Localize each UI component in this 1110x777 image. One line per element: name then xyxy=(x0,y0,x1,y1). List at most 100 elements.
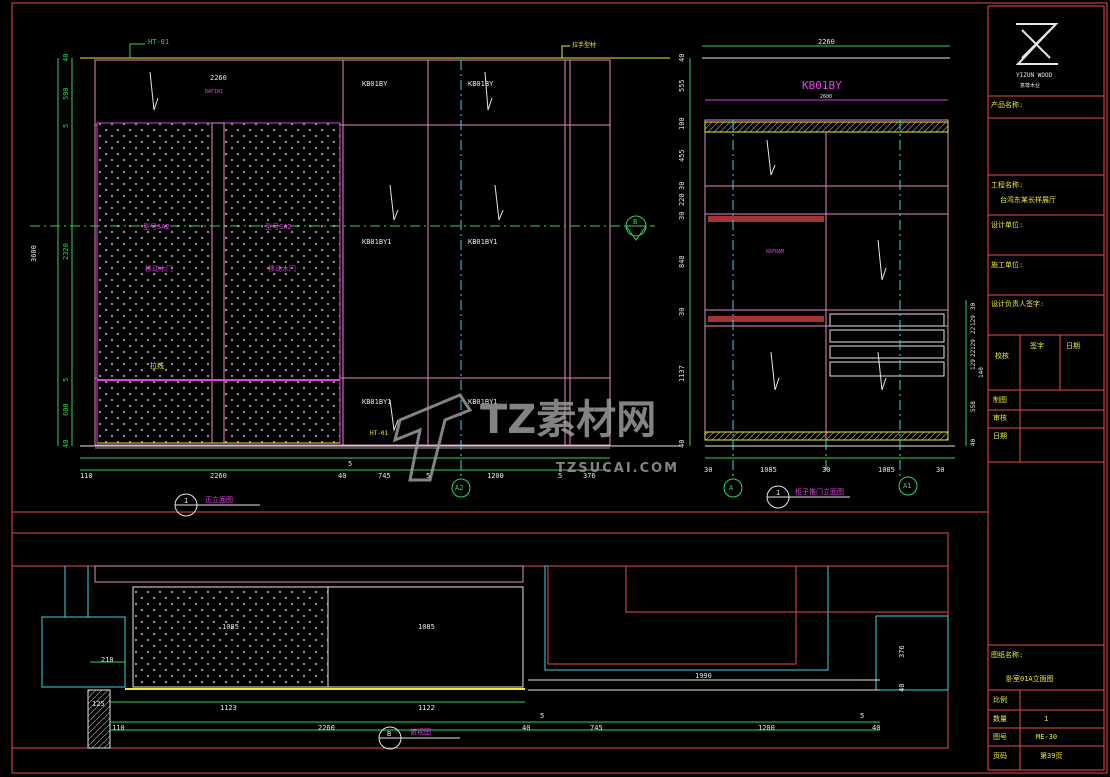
date2-label: 日期 xyxy=(993,432,1007,440)
panel-bot-2: KB01BY1 xyxy=(468,398,498,406)
side-bottom-dim-1: 1085 xyxy=(760,466,777,474)
plan-bottom-dim-6: 5 xyxy=(860,712,865,720)
front-view-number: 1 xyxy=(184,497,189,505)
date-label: 日期 xyxy=(1066,342,1080,350)
side-bottom-dim-4: 30 xyxy=(936,466,945,474)
title-block-grid xyxy=(988,95,1104,770)
side-left-dim-3: 455 xyxy=(678,149,686,162)
side-top-width: 2260 xyxy=(818,38,835,46)
plan-dim-1085-right: 1085 xyxy=(418,623,435,631)
plan-view-number: B xyxy=(387,730,392,738)
side-right-dim-2: 22 xyxy=(970,326,977,334)
front-elevation xyxy=(30,43,680,517)
page-label: 页码 xyxy=(993,752,1007,760)
side-right-dim-1: 129 xyxy=(970,315,977,326)
side-elevation xyxy=(689,45,967,509)
reviewer-label: 校核 xyxy=(995,352,1009,360)
front-top-width: 2260 xyxy=(210,74,227,82)
qty-label: 数量 xyxy=(993,715,1007,723)
bottom-dim-5: 1200 xyxy=(487,472,504,480)
qty-value: 1 xyxy=(1044,715,1049,723)
handle-tag: 拉线 xyxy=(150,362,164,370)
plan-dim-40: 40 xyxy=(898,683,906,692)
side-left-dim-10: 40 xyxy=(678,439,686,448)
watermark-brand: TZ素材网 xyxy=(480,397,657,443)
bottom-dim-0: 110 xyxy=(80,472,93,480)
design-unit-label: 设计单位: xyxy=(991,221,1024,229)
bottom-dim-1: 2260 xyxy=(210,472,227,480)
section-marker-b: B xyxy=(633,218,638,226)
side-sub-title: 2600 xyxy=(820,94,833,100)
front-view-title: 正立面图 xyxy=(205,496,233,504)
side-title: KB01BY xyxy=(802,79,842,92)
audit-label: 审核 xyxy=(993,414,1007,422)
project-name-label: 工程名称: xyxy=(991,181,1024,189)
left-dim-2: 5 xyxy=(62,123,70,128)
leader-top-right-label: 拉手型材 xyxy=(572,42,597,49)
logo-sub: 意尊木业 xyxy=(1020,83,1041,89)
design-person-label: 设计负责人签字: xyxy=(991,300,1045,308)
side-view-title: 柜子推门立面图 xyxy=(795,488,844,496)
side-view-number: 1 xyxy=(776,489,781,497)
plan-dim-376: 376 xyxy=(898,645,906,658)
plan-bottom-dim-5: 1200 xyxy=(758,724,775,732)
plan-view xyxy=(11,532,949,750)
plan-view-title: 俯视图 xyxy=(410,728,431,736)
side-left-dim-1: 555 xyxy=(678,79,686,92)
side-left-dim-5: 220 xyxy=(678,193,686,206)
plan-dim-210: 210 xyxy=(101,656,114,664)
bottom-tag: HT-01 xyxy=(370,430,389,437)
plan-dim-1122: 1122 xyxy=(418,704,435,712)
panel-label-b: KB01BY xyxy=(468,80,494,88)
logo-mark xyxy=(1015,23,1059,65)
plan-bottom-dim-3: 5 xyxy=(540,712,545,720)
drawing-no-label: 图号 xyxy=(993,733,1007,741)
door-right-code: 型号SA2 xyxy=(265,223,292,231)
bottom-dim-5b: 5 xyxy=(348,460,353,468)
left-dim-5: 600 xyxy=(62,403,70,416)
side-right-dim-0: 30 xyxy=(970,302,977,310)
left-dim-3: 2320 xyxy=(62,243,70,260)
bottom-dim-4: 5 xyxy=(426,472,431,480)
side-right-dim-7: 558 xyxy=(970,401,977,412)
side-right-dim-5: 129 xyxy=(970,359,977,370)
drawing-name-value: 卧室01A立面图 xyxy=(1006,675,1054,683)
panel-bot-1: KB01BY1 xyxy=(362,398,392,406)
marker-a2: A2 xyxy=(455,484,464,492)
panel-mid-1: KB01BY1 xyxy=(362,238,392,246)
left-total: 3600 xyxy=(30,245,38,262)
plan-dim-125: 125 xyxy=(92,700,105,708)
check-label: 制图 xyxy=(993,396,1007,404)
plan-dim-1123: 1123 xyxy=(220,704,237,712)
plan-bottom-dim-4: 745 xyxy=(590,724,603,732)
side-left-dim-6: 30 xyxy=(678,211,686,220)
door-left-name: 移动木门 xyxy=(145,265,173,273)
drawing-no-value: ME-30 xyxy=(1036,733,1058,741)
side-left-dim-7: 848 xyxy=(678,255,686,268)
bottom-dim-6: 5 xyxy=(558,472,563,480)
side-right-dim-4: 22 xyxy=(970,349,977,357)
logo-text: YIZUN WOOD xyxy=(1016,72,1053,79)
left-dim-4: 5 xyxy=(62,377,70,382)
page-value: 第39页 xyxy=(1040,752,1063,760)
project-name-value: 台湾东某长样展厅 xyxy=(1000,196,1056,204)
plan-bottom-dim-0: 110 xyxy=(112,724,125,732)
side-right-dim-3: 129 xyxy=(970,339,977,350)
plan-bottom-dim-2: 40 xyxy=(522,724,531,732)
watermark-logo xyxy=(392,393,473,482)
marker-a1: A1 xyxy=(903,482,912,490)
side-right-dim-8: 40 xyxy=(970,438,977,446)
bottom-dim-3: 745 xyxy=(378,472,391,480)
side-left-dim-4: 30 xyxy=(678,181,686,190)
plan-dim-1085-left: 1085 xyxy=(222,623,239,631)
watermark-url: TZSUCAI.COM xyxy=(556,461,680,476)
leader-top-label: HT-01 xyxy=(148,38,170,46)
plan-dim-1990: 1990 xyxy=(695,672,712,680)
side-bottom-dim-3: 1085 xyxy=(878,466,895,474)
approve-label: 签字 xyxy=(1030,342,1044,350)
door-label-top: RAFIN1 xyxy=(205,89,224,95)
side-center-mark: RAFRAM xyxy=(766,249,785,255)
side-left-dim-2: 100 xyxy=(678,117,686,130)
